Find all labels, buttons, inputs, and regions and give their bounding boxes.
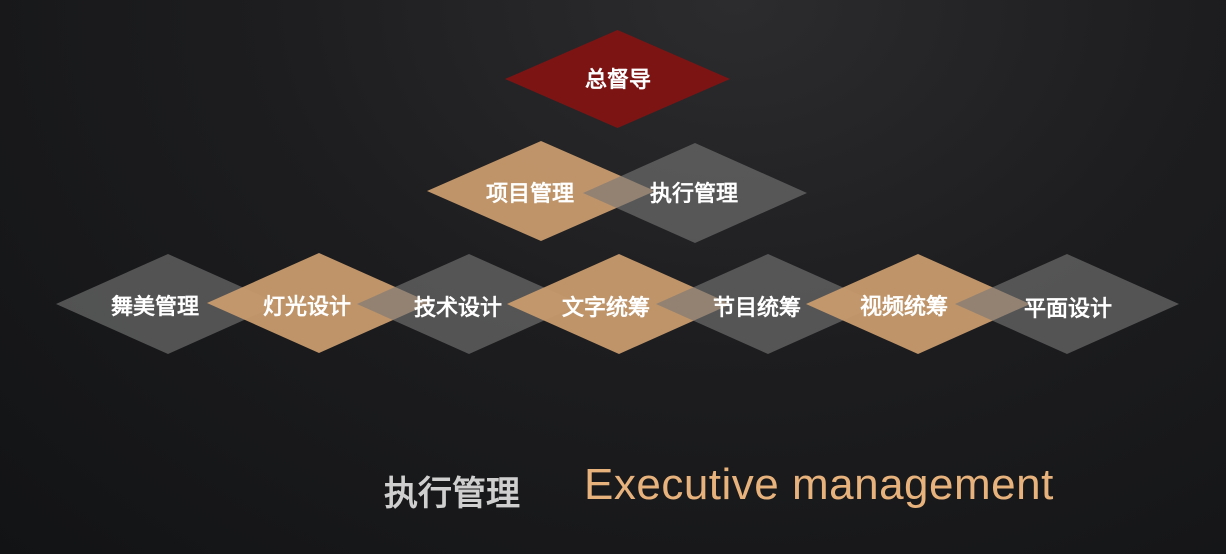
- node-chief-director: [505, 30, 730, 128]
- footer-title-english: Executive management: [584, 460, 1054, 509]
- node-execution-management: [583, 143, 807, 243]
- node-graphic-design: [955, 254, 1179, 354]
- footer-title-chinese: 执行管理: [384, 474, 520, 514]
